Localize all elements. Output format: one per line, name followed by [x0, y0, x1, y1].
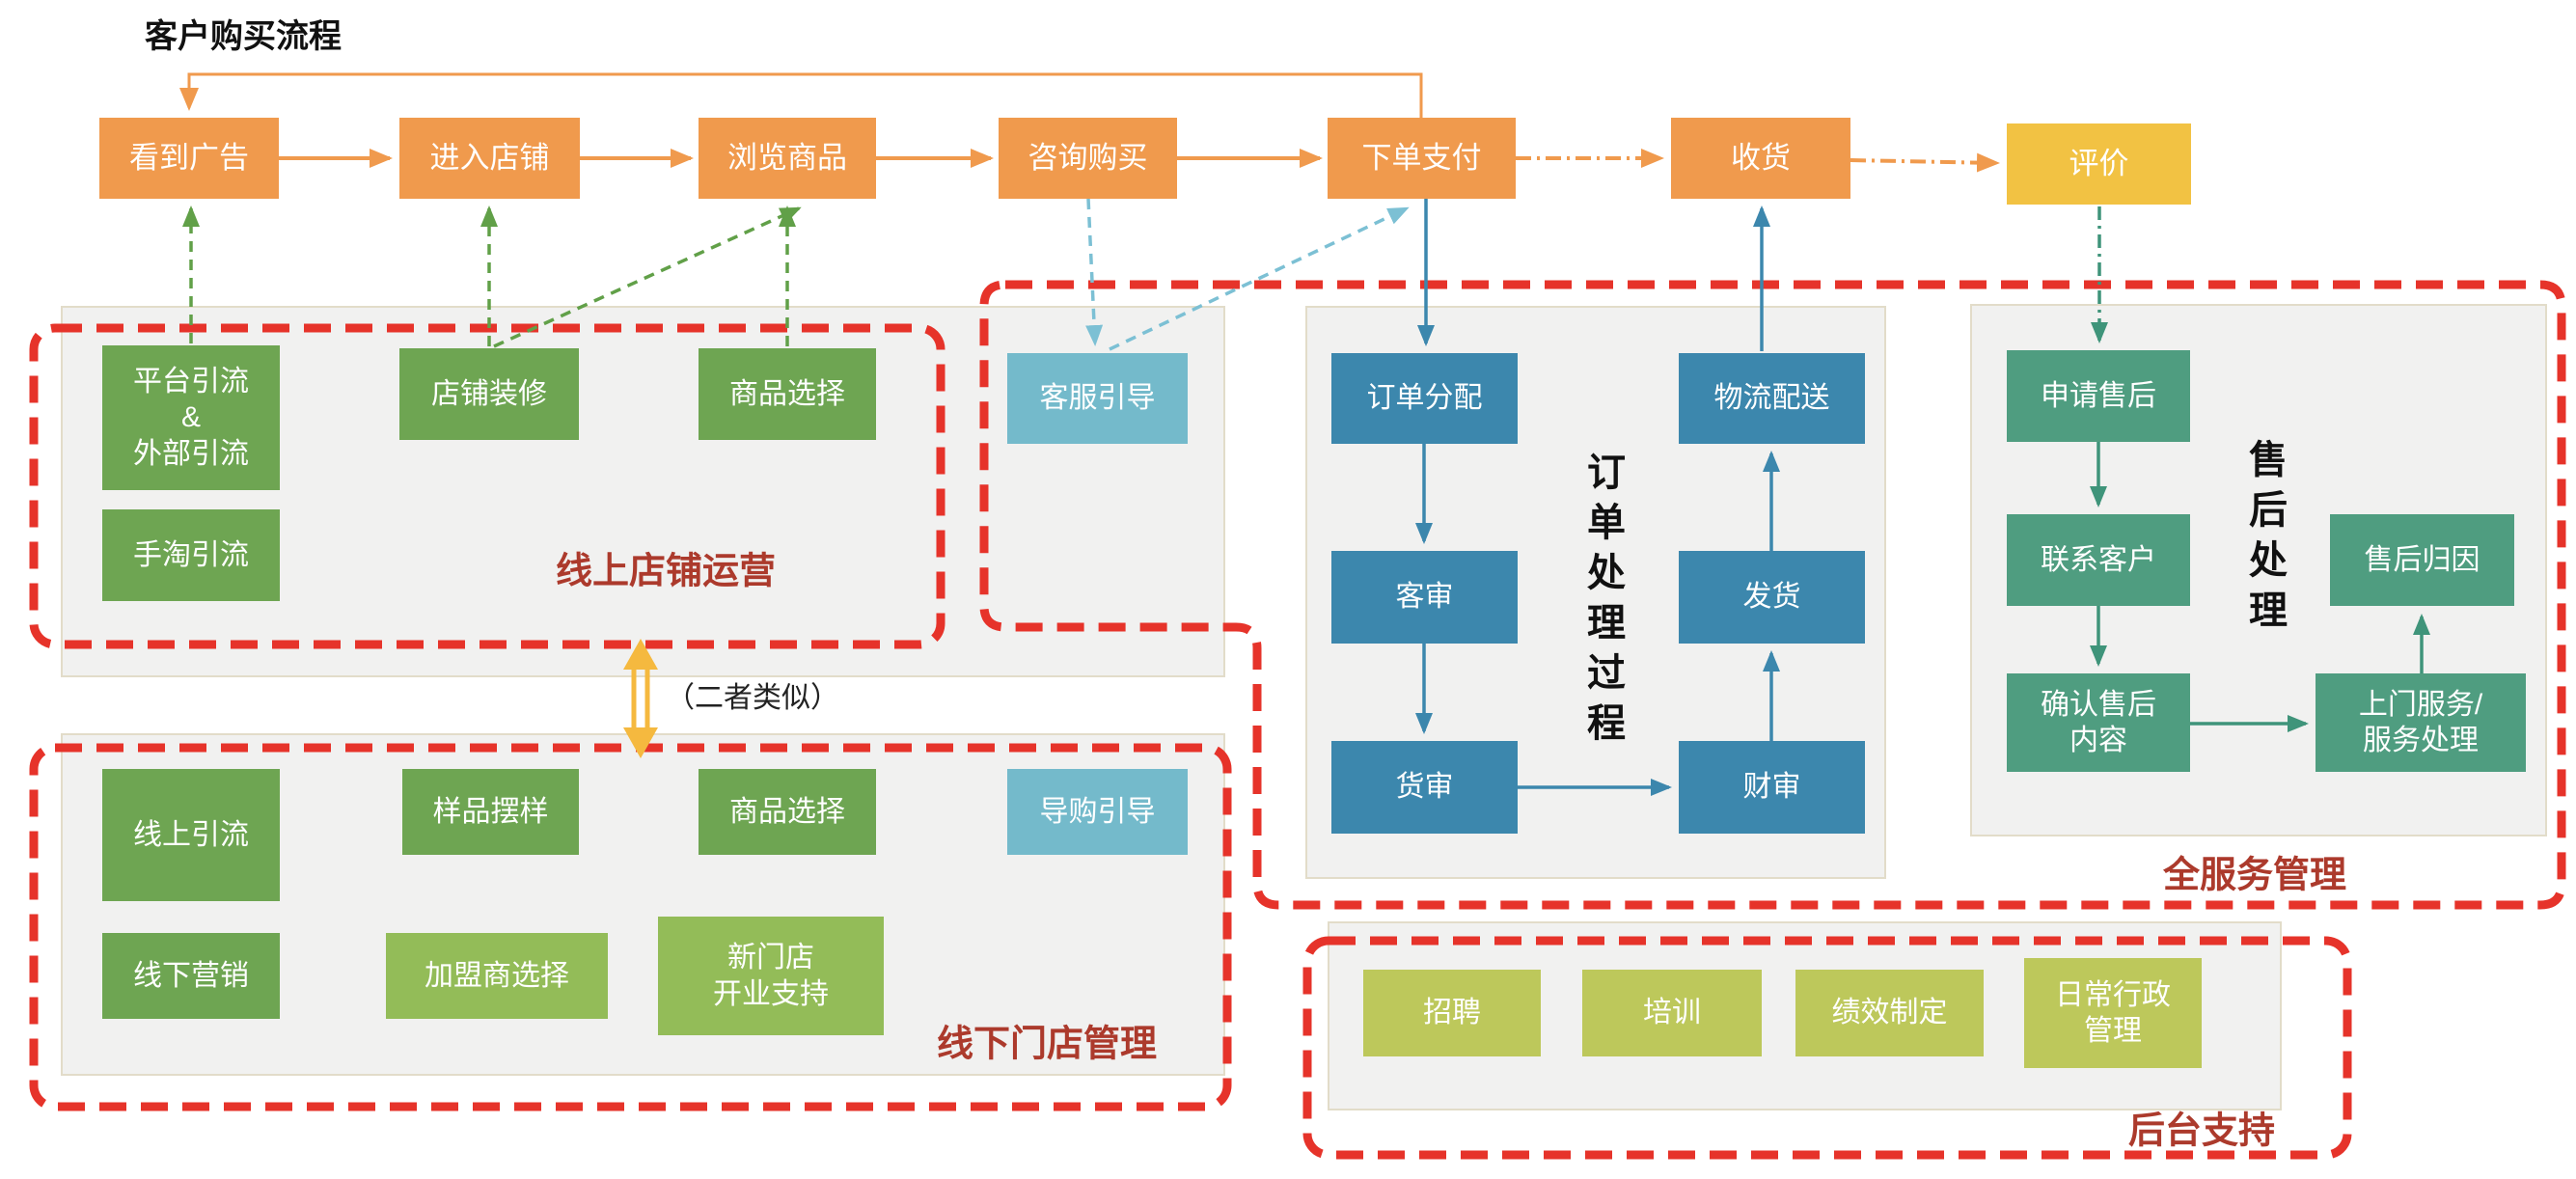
node-goods-check: 货审 [1331, 741, 1518, 834]
label-after-sales-process: 售后处理 [2243, 439, 2286, 640]
label-order-process: 订单处理过程 [1581, 452, 1624, 753]
flow-step-review: 评价 [2007, 123, 2191, 205]
node-after-sales-attribution: 售后归因 [2330, 514, 2514, 606]
node-product-selection-offline: 商品选择 [699, 769, 876, 855]
node-online-traffic: 线上引流 [102, 769, 280, 901]
node-franchisee-selection: 加盟商选择 [386, 933, 608, 1019]
arrow-consult-to-service [1085, 198, 1104, 346]
node-new-store-support: 新门店 开业支持 [658, 917, 884, 1035]
frame-offline-store [29, 743, 1232, 1111]
label-offline-store: 线下门店管理 [936, 1024, 1158, 1065]
flow-step-receive-goods: 收货 [1671, 118, 1850, 199]
node-performance-setting: 绩效制定 [1795, 970, 1984, 1056]
node-order-dispatch: 订单分配 [1331, 353, 1518, 444]
flow-step-consult-purchase: 咨询购买 [999, 118, 1177, 199]
node-daily-admin: 日常行政 管理 [2024, 958, 2202, 1068]
label-after-sales-section: 全服务管理 [2162, 855, 2347, 896]
node-product-selection-online: 商品选择 [699, 348, 876, 440]
node-apply-after-sales: 申请售后 [2007, 350, 2190, 442]
flow-step-browse-products: 浏览商品 [699, 118, 876, 199]
flow-step-place-order-pay: 下单支付 [1328, 118, 1516, 199]
node-onsite-service: 上门服务/ 服务处理 [2316, 673, 2526, 772]
arrow-service-to-pay [1109, 206, 1410, 351]
frame-backend [1302, 936, 2352, 1160]
label-backend-support: 后台支持 [2127, 1110, 2276, 1152]
diagram-title: 客户购买流程 [145, 18, 342, 55]
node-shopping-guide: 导购引导 [1007, 769, 1188, 855]
node-shop-decoration: 店铺装修 [399, 348, 579, 440]
node-mobile-taobao-traffic: 手淘引流 [102, 509, 280, 601]
node-contact-customer: 联系客户 [2007, 514, 2190, 606]
arrow-pay-back-to-ad [179, 72, 1423, 118]
node-logistics-delivery: 物流配送 [1679, 353, 1865, 444]
arrow-receive-to-review [1850, 152, 2000, 173]
node-offline-marketing: 线下营销 [102, 933, 280, 1019]
node-recruiting: 招聘 [1363, 970, 1541, 1056]
node-finance-check: 财审 [1679, 741, 1865, 834]
label-online-shop: 线上店铺运营 [555, 551, 777, 592]
node-platform-external-traffic: 平台引流 & 外部引流 [102, 345, 280, 490]
node-ship-goods: 发货 [1679, 551, 1865, 644]
frame-online-shop [29, 323, 945, 649]
arrow-decor-to-browse [493, 206, 802, 348]
node-confirm-after-sales: 确认售后 内容 [2007, 673, 2190, 772]
flow-step-enter-store: 进入店铺 [399, 118, 580, 199]
node-sample-display: 样品摆样 [402, 769, 579, 855]
node-training: 培训 [1582, 970, 1762, 1056]
node-customer-service-guide: 客服引导 [1007, 353, 1188, 444]
similar-double-arrow [623, 639, 658, 758]
node-customer-check: 客审 [1331, 551, 1518, 644]
flow-step-see-ad: 看到广告 [99, 118, 279, 199]
similar-note: （二者类似） [666, 682, 839, 714]
